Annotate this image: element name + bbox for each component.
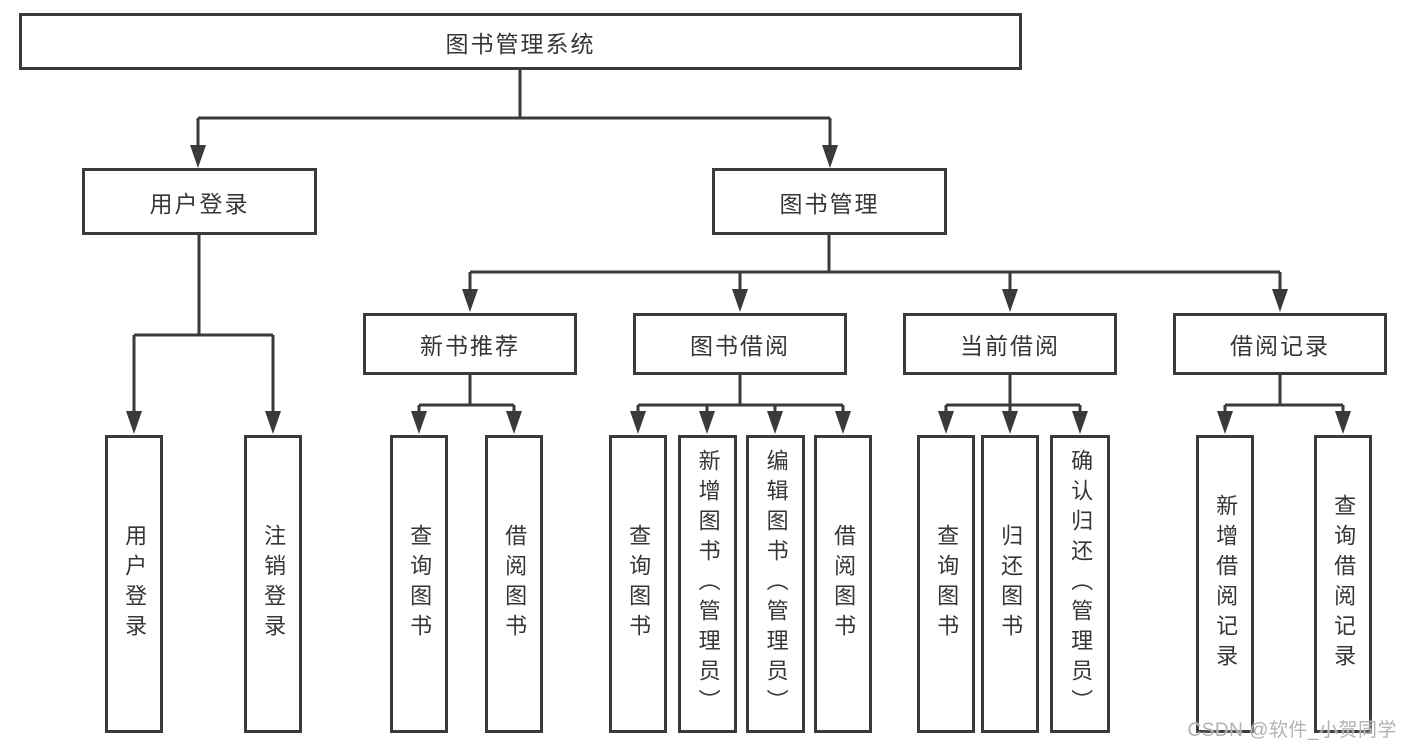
connector-book-borrowing-to-children xyxy=(636,375,845,418)
node-leaf-query-books-1: 查询图书 xyxy=(390,435,448,733)
node-leaf-borrow-books-1-label: 借阅图书 xyxy=(502,524,528,644)
node-leaf-query-books-2: 查询图书 xyxy=(609,435,667,733)
node-leaf-confirm-return-admin-label: 确认归还（管理员） xyxy=(1068,449,1094,719)
node-leaf-confirm-return-admin: 确认归还（管理员） xyxy=(1050,435,1110,733)
connector-root-to-level2 xyxy=(196,70,832,150)
arrowhead-icon xyxy=(265,411,281,434)
node-user-login-label: 用户登录 xyxy=(149,190,250,217)
node-leaf-query-books-1-label: 查询图书 xyxy=(407,524,433,644)
arrowhead-icon xyxy=(835,411,851,434)
node-leaf-return-book-label: 归还图书 xyxy=(998,524,1024,644)
node-book-management-label: 图书管理 xyxy=(779,190,880,217)
node-root: 图书管理系统 xyxy=(19,13,1022,70)
node-leaf-add-borrow-record: 新增借阅记录 xyxy=(1196,435,1254,733)
node-leaf-edit-book-admin: 编辑图书（管理员） xyxy=(746,435,805,733)
node-new-book-recommend: 新书推荐 xyxy=(363,313,577,375)
arrowhead-icon xyxy=(630,411,646,434)
arrowhead-icon xyxy=(822,145,838,168)
node-root-label: 图书管理系统 xyxy=(445,30,596,57)
connector-book-management-to-sections xyxy=(468,235,1282,294)
node-leaf-query-books-2-label: 查询图书 xyxy=(626,524,652,644)
node-current-borrowing: 当前借阅 xyxy=(903,313,1117,375)
arrowhead-icon xyxy=(126,411,142,434)
node-leaf-borrow-books-1: 借阅图书 xyxy=(485,435,543,733)
connector-borrowing-records-to-children xyxy=(1223,375,1345,418)
node-book-borrowing-label: 图书借阅 xyxy=(690,333,790,359)
node-borrowing-records-label: 借阅记录 xyxy=(1230,333,1330,359)
node-leaf-query-borrow-record: 查询借阅记录 xyxy=(1314,435,1372,733)
watermark: CSDN @软件_小贺同学 xyxy=(1187,720,1397,741)
node-book-borrowing: 图书借阅 xyxy=(633,313,847,375)
arrowhead-icon xyxy=(1002,411,1018,434)
node-book-management: 图书管理 xyxy=(712,168,947,235)
node-leaf-query-books-3: 查询图书 xyxy=(917,435,975,733)
node-user-login: 用户登录 xyxy=(82,168,317,235)
arrowhead-icon xyxy=(699,411,715,434)
arrowhead-icon xyxy=(938,411,954,434)
arrowhead-icon xyxy=(1335,411,1351,434)
node-leaf-add-book-admin: 新增图书（管理员） xyxy=(678,435,737,733)
node-current-borrowing-label: 当前借阅 xyxy=(960,333,1060,359)
arrowhead-icon xyxy=(1272,289,1288,312)
node-leaf-user-login: 用户登录 xyxy=(105,435,163,733)
node-new-book-recommend-label: 新书推荐 xyxy=(420,333,520,359)
node-leaf-query-books-3-label: 查询图书 xyxy=(934,524,960,644)
connector-current-borrowing-to-children xyxy=(944,375,1082,418)
arrowhead-icon xyxy=(1002,289,1018,312)
node-leaf-return-book: 归还图书 xyxy=(981,435,1039,733)
node-leaf-add-borrow-record-label: 新增借阅记录 xyxy=(1213,494,1239,674)
arrowhead-icon xyxy=(767,411,783,434)
node-leaf-logout-label: 注销登录 xyxy=(261,524,287,644)
node-leaf-logout: 注销登录 xyxy=(244,435,302,733)
node-leaf-add-book-admin-label: 新增图书（管理员） xyxy=(695,449,721,719)
arrowhead-icon xyxy=(1217,411,1233,434)
node-borrowing-records: 借阅记录 xyxy=(1173,313,1387,375)
connector-new-book-recommend-to-children xyxy=(417,375,516,418)
arrowhead-icon xyxy=(190,145,206,168)
node-leaf-borrow-books-2-label: 借阅图书 xyxy=(831,524,857,644)
node-leaf-edit-book-admin-label: 编辑图书（管理员） xyxy=(763,449,789,719)
arrowhead-icon xyxy=(462,289,478,312)
arrowhead-icon xyxy=(411,411,427,434)
connector-user-login-to-children xyxy=(132,235,275,416)
arrowhead-icon xyxy=(1072,411,1088,434)
arrowhead-icon xyxy=(506,411,522,434)
node-leaf-borrow-books-2: 借阅图书 xyxy=(814,435,872,733)
arrowheads xyxy=(126,145,1351,434)
arrowhead-icon xyxy=(732,289,748,312)
node-leaf-user-login-label: 用户登录 xyxy=(122,524,148,644)
node-leaf-query-borrow-record-label: 查询借阅记录 xyxy=(1331,494,1357,674)
